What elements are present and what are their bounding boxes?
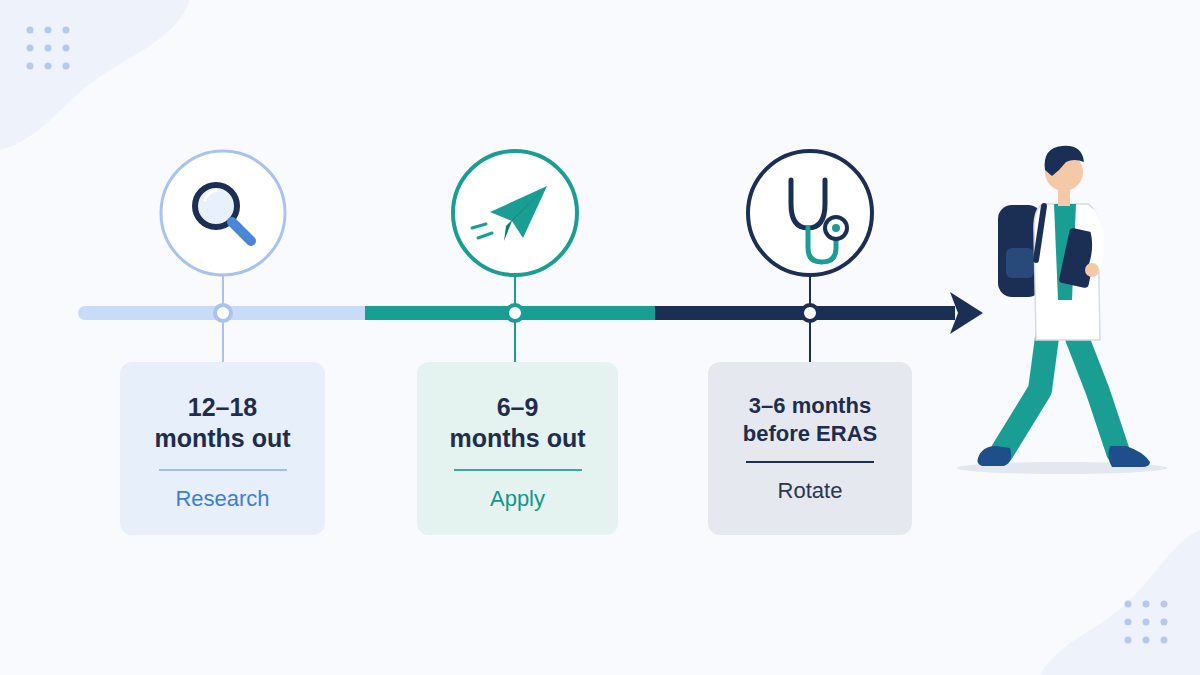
magnifier-handle — [232, 222, 251, 241]
period-heading: 12–18 months out — [138, 392, 308, 455]
dot — [45, 63, 52, 70]
corner-blob — [1040, 530, 1200, 675]
dot — [27, 63, 34, 70]
dot — [27, 45, 34, 52]
period-heading: 3–6 months before ERAS — [717, 392, 903, 447]
timeline-box: 12–18 months outResearch — [120, 362, 325, 535]
dot — [45, 45, 52, 52]
icon-circle — [748, 151, 872, 275]
timeline-dot — [507, 305, 523, 321]
timeline-dot — [802, 305, 818, 321]
dot — [63, 27, 70, 34]
person-leg — [1074, 330, 1118, 452]
speed-line — [478, 233, 492, 238]
dot — [1161, 637, 1168, 644]
dot — [1143, 619, 1150, 626]
dot — [63, 45, 70, 52]
timeline-segment — [78, 306, 378, 320]
person-shoe — [978, 446, 1012, 466]
magnifier-glint — [205, 190, 216, 200]
icon-circle — [453, 151, 577, 275]
dot — [1125, 619, 1132, 626]
timeline-segment — [655, 306, 955, 320]
timeline-box: 6–9 months outApply — [417, 362, 618, 535]
divider-rule — [746, 461, 874, 463]
dot — [1125, 637, 1132, 644]
timeline-segment — [365, 306, 655, 320]
stethoscope-center — [832, 224, 840, 232]
step-label: Research — [175, 485, 269, 513]
step-label: Apply — [490, 485, 545, 513]
timeline-arrowhead — [950, 292, 983, 334]
person-hair — [1045, 146, 1084, 176]
timeline-dot — [215, 305, 231, 321]
paper-plane-icon — [490, 186, 547, 238]
speed-line — [472, 224, 486, 228]
divider-rule — [159, 469, 287, 471]
period-heading: 6–9 months out — [433, 392, 603, 455]
person-hand — [1085, 263, 1099, 277]
icon-circle — [161, 151, 285, 275]
dot-grid — [1125, 601, 1168, 644]
stethoscope-chestpiece — [825, 217, 847, 239]
dot — [1161, 601, 1168, 608]
dot — [45, 27, 52, 34]
person-leg — [1002, 330, 1048, 452]
backpack-strap — [1036, 206, 1044, 260]
dot — [1125, 601, 1132, 608]
dot — [27, 27, 34, 34]
dot — [63, 63, 70, 70]
stethoscope-icon — [791, 180, 825, 228]
person-shoe — [1108, 446, 1150, 467]
dot — [1143, 601, 1150, 608]
paper-plane-fold — [504, 186, 547, 241]
dot — [1161, 619, 1168, 626]
person-arm — [1090, 214, 1098, 268]
corner-blob — [0, 0, 190, 150]
dot — [1143, 637, 1150, 644]
backpack-pocket — [1006, 248, 1034, 278]
step-label: Rotate — [778, 477, 843, 505]
timeline-box: 3–6 months before ERAS Rotate — [708, 362, 912, 535]
person-coat — [1034, 204, 1100, 340]
divider-rule — [454, 469, 582, 471]
dot-grid — [27, 27, 70, 70]
